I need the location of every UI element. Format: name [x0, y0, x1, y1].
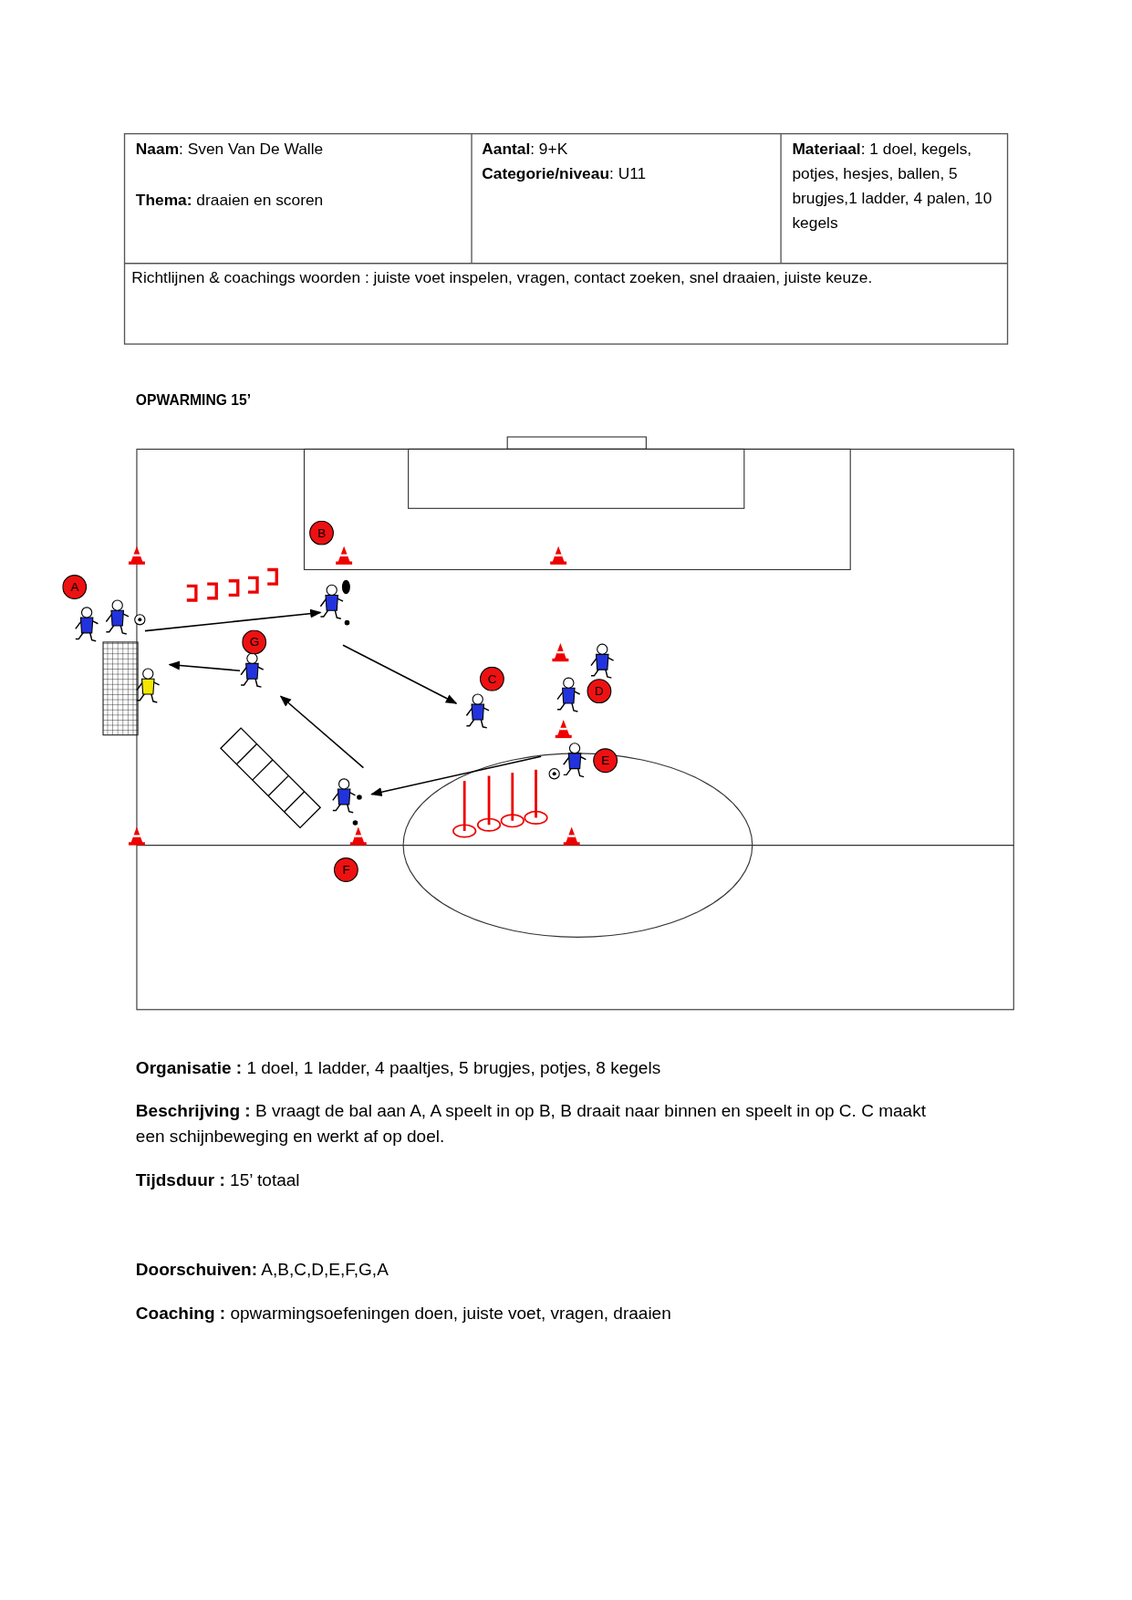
player-label-circle: D: [586, 678, 612, 704]
field-label: Thema:: [135, 190, 193, 208]
player-figure: [75, 607, 99, 642]
field-label: Coaching :: [135, 1303, 226, 1323]
player-letter: E: [601, 754, 610, 767]
field-value: : 9+K: [529, 139, 568, 157]
player-letter: B: [317, 526, 326, 539]
field-lines: [136, 436, 1014, 1010]
field-value: opwarmingsoefeningen doen, juiste voet, …: [225, 1303, 672, 1323]
player-label-circle: B: [309, 520, 334, 546]
text-block: Aantal: 9+K: [481, 136, 773, 162]
player-label-circle: C: [479, 666, 505, 692]
field-label: Beschrijving :: [135, 1101, 251, 1122]
field-value: : Sven Van De Walle: [178, 139, 323, 157]
text-block: Coaching : opwarmingsoefeningen doen, ju…: [135, 1300, 994, 1327]
player-letter: C: [488, 672, 498, 685]
field-value: A,B,C,D,E,F,G,A: [257, 1259, 389, 1279]
player-label-circle: G: [241, 629, 267, 655]
player-label-circle: E: [592, 747, 618, 773]
player-label-circle: A: [62, 574, 87, 600]
field-label: Categorie/niveau: [481, 164, 610, 182]
player-letter: A: [70, 581, 79, 593]
player-figure: [332, 778, 356, 813]
ladder: [220, 727, 321, 828]
text-block: Organisatie : 1 doel, 1 ladder, 4 paaltj…: [135, 1055, 994, 1081]
poles: [453, 769, 548, 838]
balls-and-markers: [135, 580, 561, 826]
section-title: OPWARMING 15’: [135, 392, 251, 409]
text-block: Doorschuiven: A,B,C,D,E,F,G,A: [135, 1256, 994, 1283]
player-figure: [563, 743, 587, 778]
text-block: Naam: Sven Van De Walle: [135, 136, 463, 162]
player-figure: [320, 584, 343, 619]
hurdles: [186, 569, 277, 601]
player-label-circle: F: [333, 857, 359, 883]
text-block: Materiaal: 1 doel, kegels, potjes, hesje…: [791, 136, 1001, 235]
field-value: 1 doel, 1 ladder, 4 paaltjes, 5 brugjes,…: [241, 1059, 661, 1079]
cone: [551, 643, 569, 662]
field-value: draaien en scoren: [192, 190, 324, 208]
player-letter: F: [342, 863, 350, 876]
field-value: Richtlijnen & coachings woorden : juiste…: [131, 268, 873, 286]
field-value: 15’ totaal: [225, 1171, 301, 1191]
field-label: Tijdsduur :: [135, 1171, 226, 1191]
player-figure: [591, 643, 614, 678]
pass-arrows: [145, 612, 541, 794]
header-table: [124, 134, 1008, 345]
player-letter: D: [594, 685, 604, 697]
players: [75, 584, 614, 813]
player-figure: [466, 694, 489, 728]
field-label: Organisatie :: [135, 1059, 242, 1079]
cones: [128, 546, 581, 846]
cone: [335, 546, 353, 565]
field-value: B vraagt de bal aan A, A speelt in op B,…: [135, 1101, 931, 1147]
player-figure: [240, 653, 264, 687]
text-block: Thema: draaien en scoren: [135, 187, 463, 213]
field-label: Naam: [135, 139, 179, 157]
field-label: Materiaal: [791, 139, 861, 157]
text-block: Tijdsduur : 15’ totaal: [135, 1167, 994, 1194]
cone: [128, 546, 146, 565]
text-block: Beschrijving : B vraagt de bal aan A, A …: [135, 1098, 953, 1150]
cone: [563, 826, 581, 845]
text-block: Richtlijnen & coachings woorden : juiste…: [131, 265, 999, 291]
cone: [350, 826, 367, 845]
player-figure: [105, 600, 129, 634]
cone: [555, 719, 572, 738]
player-figure: [557, 677, 581, 712]
field-label: Aantal: [481, 139, 530, 157]
player-letter: G: [249, 635, 259, 648]
field-value: : U11: [609, 164, 646, 182]
small-goal: [103, 642, 138, 736]
field-label: Doorschuiven:: [135, 1259, 258, 1279]
player-figure: [136, 668, 160, 703]
text-block: Categorie/niveau: U11: [481, 161, 773, 187]
cone: [550, 546, 567, 565]
cone: [128, 826, 146, 845]
